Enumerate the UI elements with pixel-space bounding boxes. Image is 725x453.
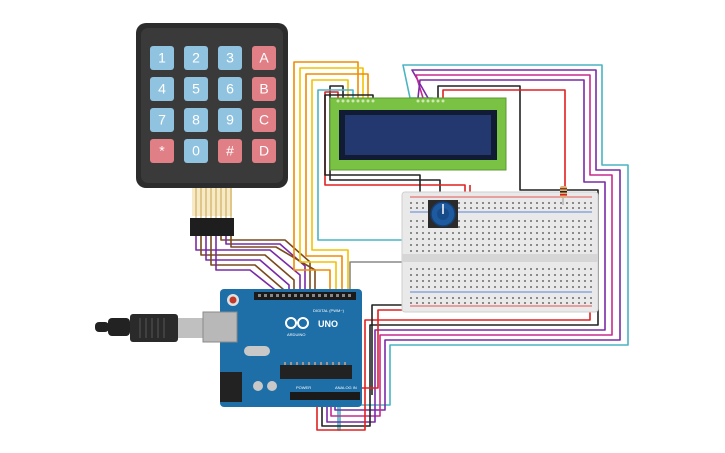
arduino-logo-icon xyxy=(285,317,309,329)
wire-outer-magenta xyxy=(330,74,613,417)
keypad-key[interactable] xyxy=(150,46,174,70)
keypad-key-label: 0 xyxy=(192,143,200,159)
analog-label: ANALOG IN xyxy=(335,385,357,390)
keypad-key-label: 2 xyxy=(192,50,200,66)
wire-outer-purple xyxy=(334,69,621,411)
keypad-key[interactable] xyxy=(150,108,174,132)
keypad-key-label: C xyxy=(259,112,269,128)
keypad-key[interactable] xyxy=(218,77,242,101)
keypad-key[interactable] xyxy=(218,46,242,70)
keypad-keys: 1 2 3 A 4 5 6 B 7 8 9 C * 0 # D xyxy=(150,46,276,163)
model-label: UNO xyxy=(318,319,338,329)
wire-bb-gray xyxy=(349,261,405,296)
keypad-key-label: # xyxy=(226,143,234,159)
keypad-key-label: D xyxy=(259,143,269,159)
keypad-key-label: 4 xyxy=(158,81,166,97)
keypad-key[interactable] xyxy=(252,46,276,70)
keypad-key-label: A xyxy=(259,50,269,66)
wire-keypad-3 xyxy=(205,235,290,296)
wire-keypad-7 xyxy=(225,235,306,296)
keypad-key[interactable] xyxy=(252,108,276,132)
digital-header-pins xyxy=(258,294,351,297)
wire-keypad-6 xyxy=(220,235,311,296)
wire-keypad-1 xyxy=(195,235,301,296)
microcontroller-chip xyxy=(280,365,352,379)
keypad-key[interactable] xyxy=(218,108,242,132)
lcd-screen xyxy=(345,115,491,155)
crystal xyxy=(244,346,270,356)
keypad-key[interactable] xyxy=(184,139,208,163)
keypad-key-label: B xyxy=(259,81,268,97)
keypad: 1 2 3 A 4 5 6 B 7 8 9 C * 0 # D xyxy=(136,23,288,236)
keypad-key[interactable] xyxy=(252,139,276,163)
keypad-key[interactable] xyxy=(150,139,174,163)
potentiometer xyxy=(428,200,458,228)
keypad-key-label: 8 xyxy=(192,112,200,128)
keypad-key-label: * xyxy=(159,143,165,159)
wire-lcd-orange-2 xyxy=(305,73,369,296)
keypad-connector xyxy=(190,218,234,236)
keypad-key[interactable] xyxy=(252,77,276,101)
keypad-key[interactable] xyxy=(150,77,174,101)
wire-keypad-2 xyxy=(200,235,295,296)
breadboard xyxy=(401,186,599,313)
usb-cable xyxy=(95,314,208,342)
keypad-key[interactable] xyxy=(184,77,208,101)
wire-lcd-yellow xyxy=(299,67,364,296)
keypad-key-label: 3 xyxy=(226,50,234,66)
resistor xyxy=(560,186,567,205)
keypad-key-label: 6 xyxy=(226,81,234,97)
arduino-board: DIGITAL (PWM~) UNO ARDUINO POWER ANALOG … xyxy=(202,289,362,407)
lcd-display xyxy=(329,97,507,171)
keypad-key[interactable] xyxy=(218,139,242,163)
brand-label: ARDUINO xyxy=(287,332,305,337)
lcd-pins xyxy=(336,99,445,103)
wire-outer-purple-2 xyxy=(326,79,606,423)
keypad-ribbon-lines xyxy=(195,188,232,220)
wire-bb-black xyxy=(371,304,410,395)
keypad-key-label: 5 xyxy=(192,81,200,97)
wire-lcd-yellow-2 xyxy=(311,79,349,296)
keypad-key[interactable] xyxy=(184,108,208,132)
keypad-key-label: 9 xyxy=(226,112,234,128)
keypad-ribbon xyxy=(192,188,232,216)
keypad-key-label: 7 xyxy=(158,112,166,128)
power-label: POWER xyxy=(296,385,311,390)
wire-keypad-8 xyxy=(230,235,316,296)
keypad-key-label: 1 xyxy=(158,50,166,66)
keypad-key[interactable] xyxy=(184,46,208,70)
digital-label: DIGITAL (PWM~) xyxy=(313,308,345,313)
breadboard-holes xyxy=(410,202,592,304)
